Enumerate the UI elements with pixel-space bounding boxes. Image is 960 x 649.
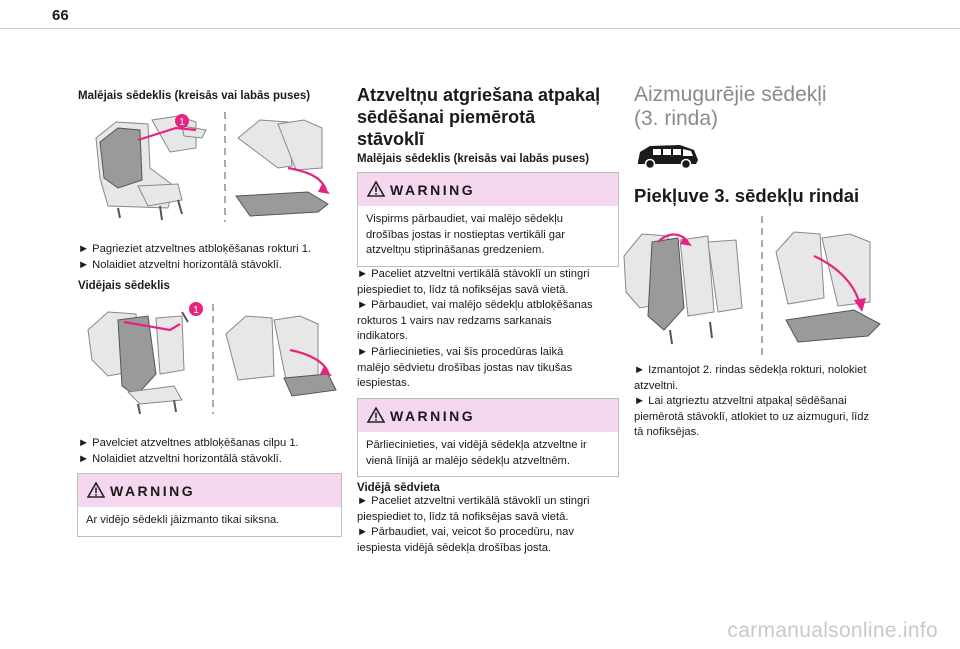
middle-seat-heading: Vidējais sēdeklis xyxy=(78,280,170,292)
svg-text:1: 1 xyxy=(179,117,185,128)
outer-seat-heading: Malējais sēdeklis (kreisās vai labās pus… xyxy=(357,153,590,165)
warning-triangle-icon xyxy=(367,407,385,423)
outer-seat-illustration: 1 xyxy=(95,112,330,222)
third-row-steps: ► Izmantojot 2. rindas sēdekļa rokturi, … xyxy=(634,364,870,439)
warning-header: WARNING xyxy=(358,173,618,206)
warning-box: WARNING Ar vidējo sēdekli jāizmanto tika… xyxy=(77,473,342,537)
header-divider xyxy=(0,28,960,29)
watermark: carmanualsonline.info xyxy=(727,619,938,642)
step-line: ► Pavelciet atzveltnes atbloķēšanas cilp… xyxy=(78,437,299,449)
page-number: 66 xyxy=(52,7,69,24)
van-icon xyxy=(638,145,698,170)
middle-seat-illustration: 1 xyxy=(87,302,337,415)
step-line: ► Nolaidiet atzveltni horizontālā stāvok… xyxy=(78,258,282,271)
middle-seat-steps: ► Pavelciet atzveltnes atbloķēšanas cilp… xyxy=(78,436,353,467)
warning-header: WARNING xyxy=(358,399,618,432)
warning-header: WARNING xyxy=(78,474,341,507)
callout-1-badge xyxy=(175,114,189,128)
return-backrest-title: Atzveltņu atgriešana atpakaļ sēdēšanai p… xyxy=(357,85,601,149)
warning-text: Pārliecinieties, vai vidējā sēdekļa atzv… xyxy=(366,439,587,467)
warning-box: WARNING Pārliecinieties, vai vidējā sēde… xyxy=(357,398,619,478)
outer-seat-steps: ► Pagrieziet atzveltnes atbloķēšanas rok… xyxy=(78,242,353,273)
third-row-title: Aizmugurējie sēdekļi (3. rinda) xyxy=(634,83,827,130)
svg-text:1: 1 xyxy=(193,305,199,316)
warning-box: WARNING Vispirms pārbaudiet, vai malējo … xyxy=(357,172,619,267)
callout-1-badge xyxy=(189,302,203,316)
bench-steps: ► Paceliet atzveltni vertikālā stāvoklī … xyxy=(357,495,590,554)
third-row-access-illustration xyxy=(623,216,881,356)
warning-triangle-icon xyxy=(87,482,105,498)
third-row-access-heading: Piekļuve 3. sēdekļu rindai xyxy=(634,185,860,206)
step-line: ► Nolaidiet atzveltni horizontālā stāvok… xyxy=(78,452,282,465)
warning-text: Vispirms pārbaudiet, vai malējo sēdekļu … xyxy=(366,213,565,257)
warning-triangle-icon xyxy=(367,181,385,197)
warning-text: Ar vidējo sēdekli jāizmanto tikai siksna… xyxy=(86,514,280,526)
warning-title: WARNING xyxy=(110,483,196,499)
warning-title: WARNING xyxy=(390,408,476,424)
bench-heading: Vidējā sēdvieta xyxy=(357,482,440,494)
step-line: ► Pagrieziet atzveltnes atbloķēšanas rok… xyxy=(78,243,312,255)
warning-title: WARNING xyxy=(390,182,476,198)
outer-seat-heading: Malējais sēdeklis (kreisās vai labās pus… xyxy=(78,90,311,102)
return-steps: ► Paceliet atzveltni vertikālā stāvoklī … xyxy=(357,268,593,390)
